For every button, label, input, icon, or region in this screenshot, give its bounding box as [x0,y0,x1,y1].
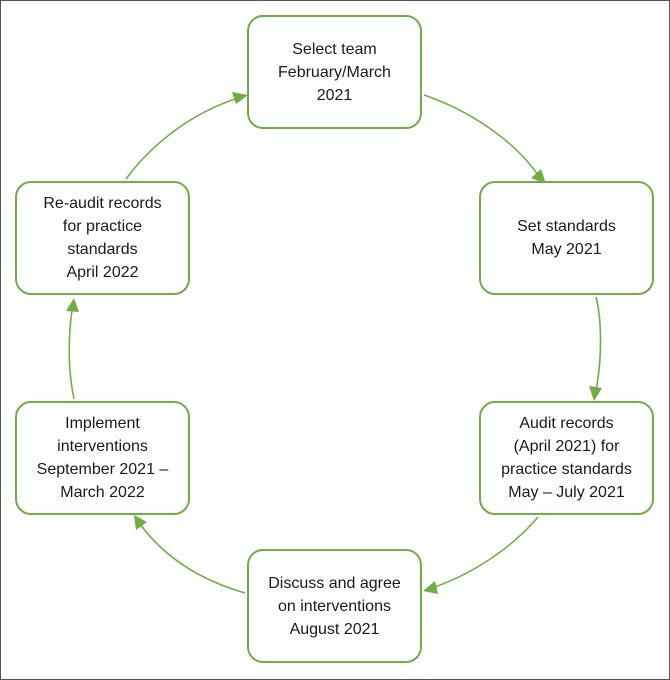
step-set-standards-text: Set standards May 2021 [517,218,616,258]
arrow-head-audit-to-discuss [423,581,438,594]
step-discuss-agree-text: Discuss and agree on interventions Augus… [268,574,401,638]
step-audit-records-text: Audit records (April 2021) for practice … [501,415,632,501]
step-discuss-agree: Discuss and agree on interventions Augus… [247,549,422,663]
arrow-head-discuss-to-implement [134,515,147,530]
step-set-standards: Set standards May 2021 [479,181,654,295]
arrow-reaudit-to-select [125,97,239,180]
arrow-head-implement-to-reaudit [66,298,79,312]
step-select-team: Select team February/March 2021 [247,15,422,129]
step-implement-interventions: Implement interventions September 2021 –… [15,401,190,515]
arrow-head-set-to-audit [589,386,602,401]
arrow-select-to-set [423,94,541,179]
step-implement-interventions-text: Implement interventions September 2021 –… [36,415,169,501]
step-re-audit-records-text: Re-audit records for practice standards … [43,195,162,281]
arrow-implement-to-reaudit [68,309,75,400]
arrow-head-reaudit-to-select [232,92,248,104]
step-audit-records: Audit records (April 2021) for practice … [479,401,654,515]
arrow-set-to-audit [595,296,602,391]
step-re-audit-records: Re-audit records for practice standards … [15,181,190,295]
arrow-discuss-to-implement [139,523,246,594]
step-select-team-text: Select team February/March 2021 [278,40,391,104]
arrow-audit-to-discuss [431,516,539,589]
arrow-head-select-to-set [531,169,546,184]
